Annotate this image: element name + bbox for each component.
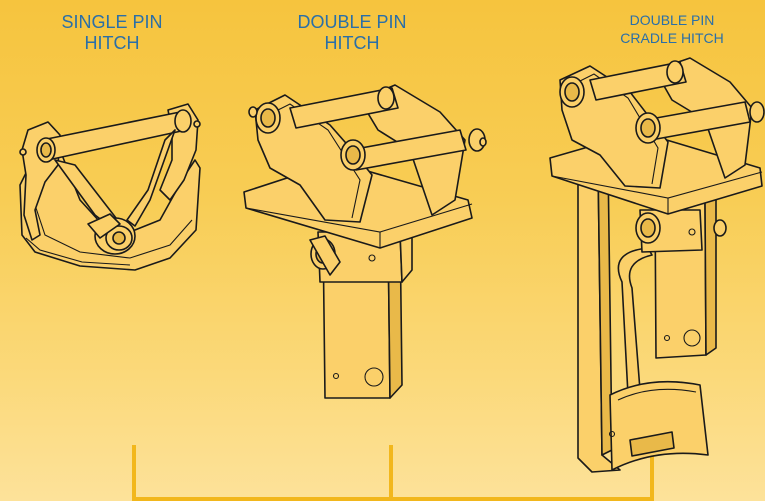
single-pin-hitch-drawing [19, 103, 201, 271]
label-single-line1: SINGLE PIN [61, 12, 163, 32]
cradle-hitch-drawing [549, 57, 765, 473]
bracket-lines [132, 445, 654, 501]
label-double-line2: HITCH [324, 32, 380, 53]
label-single-line2: HITCH [84, 32, 140, 53]
label-double-pin-cradle-hitch: DOUBLE PIN CRADLE HITCH [592, 12, 752, 47]
double-pin-hitch-drawing [243, 84, 487, 399]
label-double-pin-hitch: DOUBLE PIN HITCH [272, 12, 432, 53]
label-single-pin-hitch: SINGLE PIN HITCH [32, 12, 192, 53]
label-cradle-line2: CRADLE HITCH [620, 29, 724, 46]
label-double-line1: DOUBLE PIN [297, 12, 407, 32]
label-cradle-line1: DOUBLE PIN [629, 12, 715, 28]
